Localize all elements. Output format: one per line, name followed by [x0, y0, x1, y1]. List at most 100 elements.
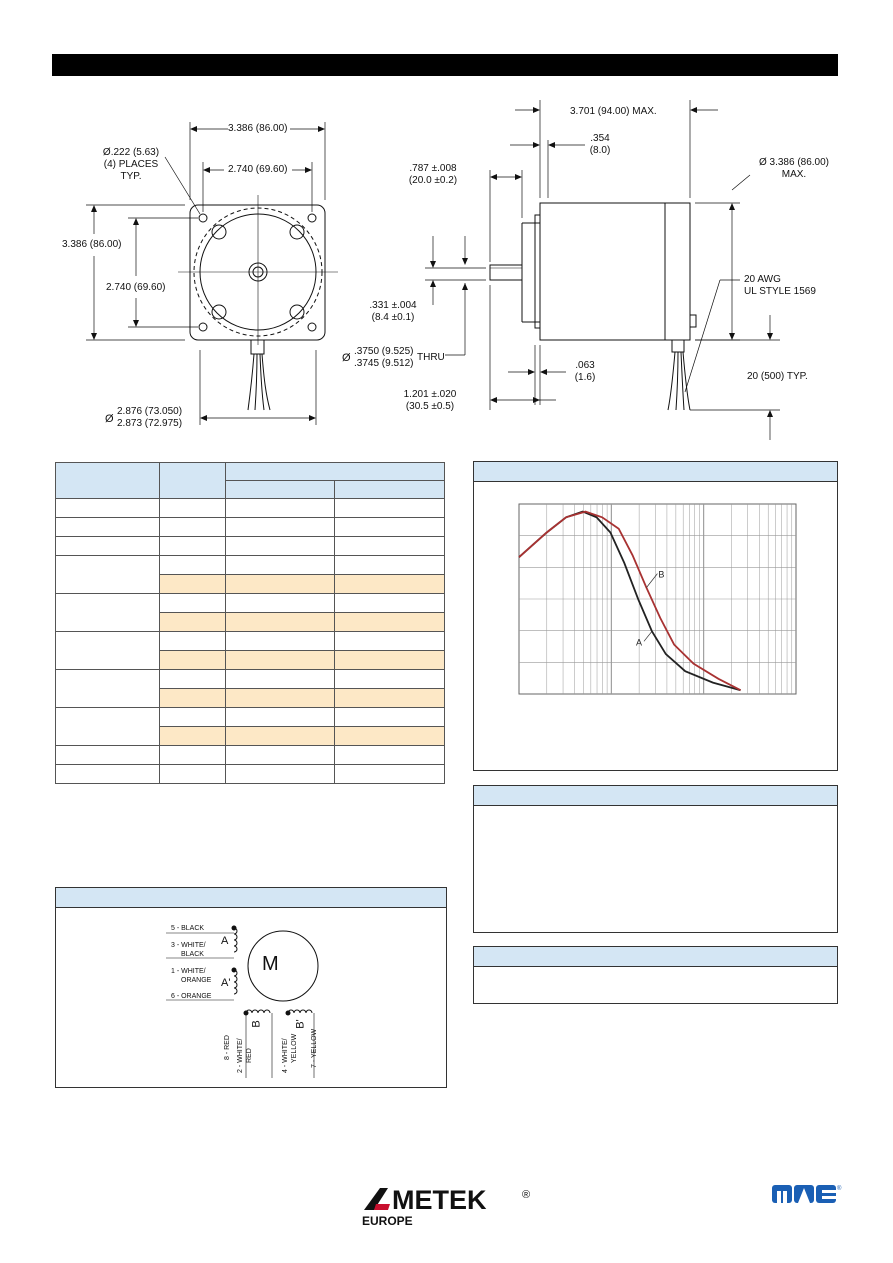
shaft-length-2: (30.5 ±0.5) — [405, 401, 455, 412]
dim-pilot-length: .787 ±.008 (20.0 ±0.2) — [402, 163, 464, 187]
body-dia-2: MAX. — [781, 169, 807, 180]
lead-3-label: 3 - WHITE/ BLACK — [171, 941, 206, 959]
wire-spec: 20 AWG UL STYLE 1569 — [744, 274, 816, 298]
dim-shaft-flat: .331 ±.004 (8.4 ±0.1) — [363, 300, 423, 324]
flat-length-1: .354 — [590, 133, 610, 144]
series-label-b: B — [658, 570, 664, 580]
dim-lead-length: 20 (500) TYP. — [747, 371, 808, 382]
pilot-line-1: 2.876 (73.050) — [117, 406, 183, 417]
shaft-flat-2: (8.4 ±0.1) — [371, 312, 415, 323]
dim-flat-length: .354 (8.0) — [583, 133, 617, 157]
pilot-length-2: (20.0 ±0.2) — [408, 175, 458, 186]
lead-4-line-2: YELLOW — [291, 1033, 298, 1063]
svg-text:EUROPE: EUROPE — [362, 1214, 413, 1228]
table-row — [55, 669, 445, 708]
dim-shaft-length: 1.201 ±.020 (30.5 ±0.5) — [398, 389, 462, 413]
lead-3-line-2: BLACK — [181, 951, 204, 958]
table-row — [55, 764, 445, 784]
spec-header-b — [334, 480, 445, 499]
table-row — [56, 650, 445, 670]
ametek-logo: METEK ® EUROPE — [362, 1180, 562, 1235]
lead-2-label: 2 - WHITE/ RED — [236, 1013, 254, 1073]
lead-2-line-1: 2 - WHITE/ — [237, 1038, 244, 1073]
wire-spec-2: UL STYLE 1569 — [744, 286, 816, 297]
table-row — [55, 517, 445, 537]
lead-2-line-2: RED — [246, 1048, 253, 1063]
torque-chart: AB — [518, 503, 797, 695]
spec-header-a — [224, 480, 336, 499]
dim-shaft-diameter: .3750 (9.525) .3745 (9.512) — [354, 346, 414, 370]
options-panel-header — [474, 947, 837, 967]
dim-hole-callout: Ø.222 (5.63) (4) PLACES TYP. — [98, 147, 164, 183]
table-row — [55, 536, 445, 556]
lead-1-line-2: ORANGE — [181, 977, 212, 984]
dim-body-diameter: Ø 3.386 (86.00) MAX. — [748, 157, 840, 181]
table-row — [56, 726, 445, 746]
spec-header-unit — [158, 462, 226, 499]
notes-panel-header — [474, 786, 837, 806]
chart-panel-header — [474, 462, 837, 482]
wire-spec-1: 20 AWG — [744, 274, 781, 285]
lead-3-line-1: 3 - WHITE/ — [171, 942, 206, 949]
ametek-logo-mark: METEK ® EUROPE — [362, 1185, 530, 1228]
table-row — [55, 498, 445, 518]
dim-bolt-spacing-h: 2.740 (69.60) — [228, 164, 288, 175]
hole-line-2: (4) PLACES — [103, 159, 159, 170]
wiring-panel-header — [56, 888, 446, 908]
dim-flange-thickness: .063 (1.6) — [568, 360, 602, 384]
dim-length-max: 3.701 (94.00) MAX. — [570, 106, 657, 117]
lead-4-label: 4 - WHITE/ YELLOW — [281, 1013, 299, 1073]
spec-header-group — [224, 462, 446, 481]
options-panel — [473, 946, 838, 1004]
shaft-flat-1: .331 ±.004 — [369, 300, 417, 311]
mae-logo: ® — [772, 1182, 842, 1213]
spec-table — [55, 462, 446, 784]
lead-4-line-1: 4 - WHITE/ — [282, 1038, 289, 1073]
body-dia-1: Ø 3.386 (86.00) — [758, 157, 830, 168]
flat-length-2: (8.0) — [589, 145, 611, 156]
series-line-a — [518, 510, 741, 692]
notes-panel — [473, 785, 838, 933]
shaft-thru: THRU — [417, 352, 445, 363]
dim-pilot-diameter: 2.876 (73.050) 2.873 (72.975) — [117, 406, 182, 430]
pilot-symbol: Ø — [105, 413, 114, 425]
svg-text:®: ® — [837, 1185, 842, 1192]
header-bar — [52, 54, 838, 76]
svg-text:METEK: METEK — [392, 1185, 487, 1215]
pilot-length-1: .787 ±.008 — [409, 163, 457, 174]
phase-a-label: A — [221, 935, 229, 947]
phase-a-prime-label: A' — [221, 977, 231, 989]
table-row — [55, 593, 445, 632]
front-view-drawing — [86, 100, 780, 440]
wiring-diagram — [166, 925, 319, 1078]
mae-logo-mark: ® — [772, 1185, 842, 1203]
pilot-line-2: 2.873 (72.975) — [117, 418, 183, 429]
hole-line-3: TYP. — [120, 171, 142, 182]
svg-text:®: ® — [522, 1189, 530, 1201]
lead-6-label: 6 - ORANGE — [171, 993, 212, 1000]
shaft-length-1: 1.201 ±.020 — [403, 389, 457, 400]
series-label-a: A — [636, 637, 642, 647]
motor-circle — [247, 930, 319, 1002]
lead-5-label: 5 - BLACK — [171, 925, 205, 932]
flange-2: (1.6) — [574, 372, 596, 383]
flange-1: .063 — [575, 360, 595, 371]
table-row — [55, 631, 445, 670]
shaft-dia-2: .3745 (9.512) — [354, 358, 414, 369]
spec-header-param — [55, 462, 160, 499]
lead-1-label: 1 - WHITE/ ORANGE — [171, 967, 211, 985]
hole-line-1: Ø.222 (5.63) — [102, 147, 160, 158]
lead-8-label: 8 - RED — [224, 1035, 231, 1060]
dim-width-overall: 3.386 (86.00) — [228, 123, 288, 134]
table-row — [55, 555, 445, 594]
motor-label: M — [262, 953, 279, 975]
table-row — [55, 745, 445, 765]
table-row — [55, 707, 445, 746]
dim-height-overall: 3.386 (86.00) — [62, 239, 122, 250]
lead-7-label: 7 - YELLOW — [311, 1028, 318, 1068]
shaft-dia-1: .3750 (9.525) — [354, 346, 414, 357]
dim-bolt-spacing-v: 2.740 (69.60) — [106, 282, 166, 293]
lead-1-line-1: 1 - WHITE/ — [171, 968, 206, 975]
shaft-symbol: Ø — [342, 352, 351, 364]
